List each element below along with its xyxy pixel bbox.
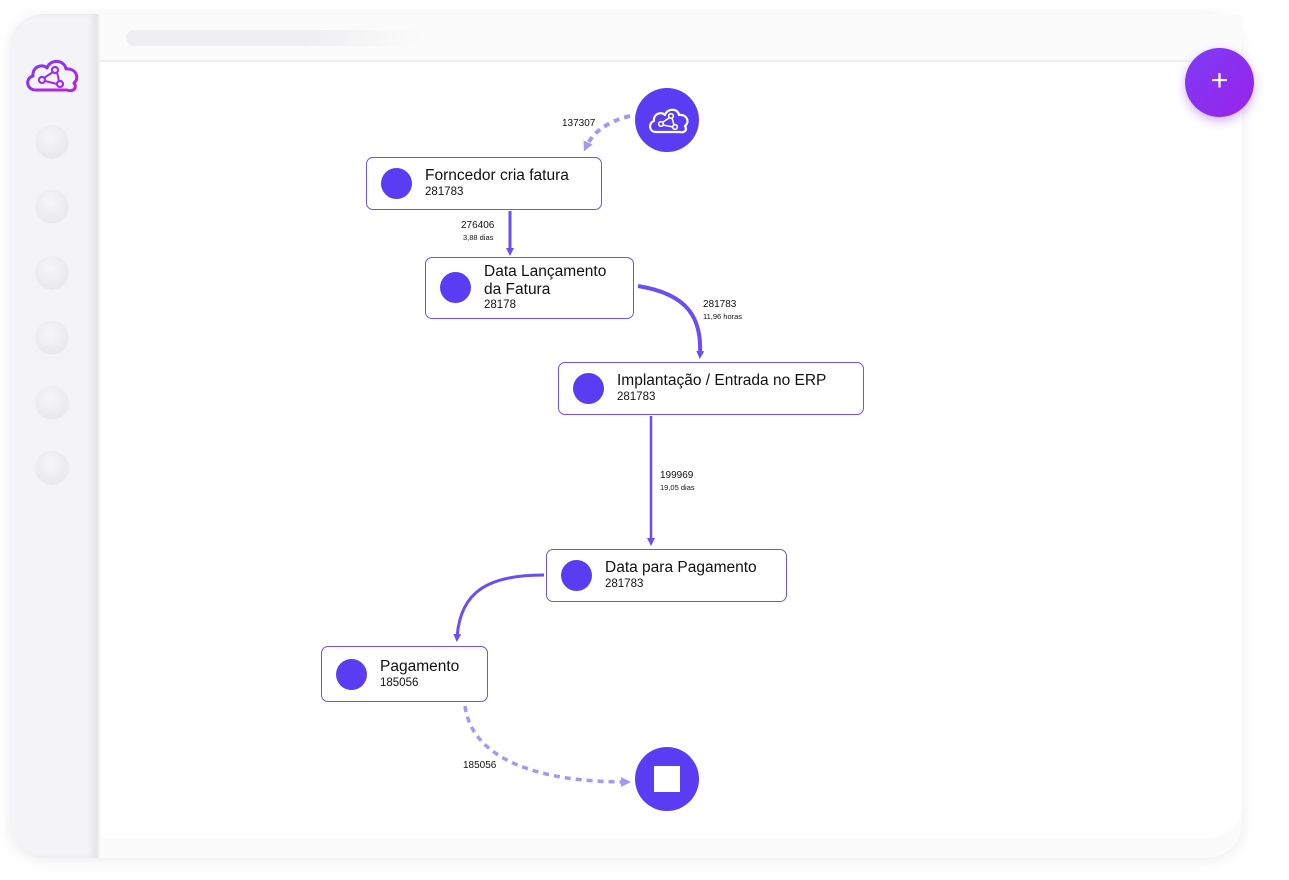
edge-label-count: 281783 <box>703 299 737 310</box>
node-title-line-1: Data Lançamento <box>484 263 607 280</box>
process-canvas <box>100 62 1242 838</box>
edge-label-count: 137307 <box>562 118 596 129</box>
edge-label-duration: 19,05 dias <box>660 483 695 492</box>
node-title: Forncedor cria fatura <box>425 167 569 184</box>
activity-dot-icon <box>440 272 471 303</box>
edge-label-count: 185056 <box>463 760 497 771</box>
node-title: Implantação / Entrada no ERP <box>617 372 827 389</box>
activity-dot-icon <box>573 373 604 404</box>
node-count: 281783 <box>605 578 644 590</box>
edge-lancamento-to-implantacao <box>637 284 705 359</box>
edge-data-pagamento-to-pagamento <box>453 573 545 642</box>
sidebar-item-5[interactable] <box>36 386 68 418</box>
sidebar-item-2[interactable] <box>36 190 68 222</box>
edge-pagamento-to-end <box>463 705 631 787</box>
node-pagamento[interactable]: Pagamento 185056 <box>321 646 488 702</box>
activity-dot-icon <box>381 168 412 199</box>
node-count: 281783 <box>425 186 464 198</box>
search-bar[interactable] <box>126 30 422 46</box>
sidebar-item-4[interactable] <box>36 321 68 353</box>
activity-dot-icon <box>561 560 592 591</box>
cloud-brain-logo-icon <box>26 59 79 93</box>
node-fornecedor-cria-fatura[interactable]: Forncedor cria fatura 281783 <box>366 157 602 210</box>
node-implantacao-entrada-erp[interactable]: Implantação / Entrada no ERP 281783 <box>558 362 864 415</box>
edge-label-duration: 11,96 horas <box>703 312 743 321</box>
sidebar-item-1[interactable] <box>36 125 68 157</box>
stop-icon <box>654 766 680 792</box>
node-count: 281783 <box>617 391 656 403</box>
node-data-para-pagamento[interactable]: Data para Pagamento 281783 <box>546 549 787 602</box>
sidebar-divider <box>96 14 100 858</box>
cloud-brain-icon <box>649 108 689 134</box>
node-title: Pagamento <box>380 658 460 675</box>
edge-label-duration: 3,88 dias <box>463 233 494 242</box>
sidebar-item-3[interactable] <box>36 256 68 288</box>
node-title-line-2: da Fatura <box>484 281 551 298</box>
node-data-lancamento-fatura[interactable]: Data Lançamento da Fatura 28178 <box>425 257 634 319</box>
edge-label-count: 199969 <box>660 470 694 481</box>
activity-dot-icon <box>336 659 367 690</box>
add-button[interactable]: + <box>1185 48 1254 117</box>
node-title: Data para Pagamento <box>605 559 757 576</box>
plus-icon: + <box>1210 64 1229 97</box>
edge-label-count: 276406 <box>461 220 495 231</box>
node-count: 28178 <box>484 299 516 311</box>
node-count: 185056 <box>380 677 419 689</box>
sidebar-item-6[interactable] <box>36 451 68 483</box>
